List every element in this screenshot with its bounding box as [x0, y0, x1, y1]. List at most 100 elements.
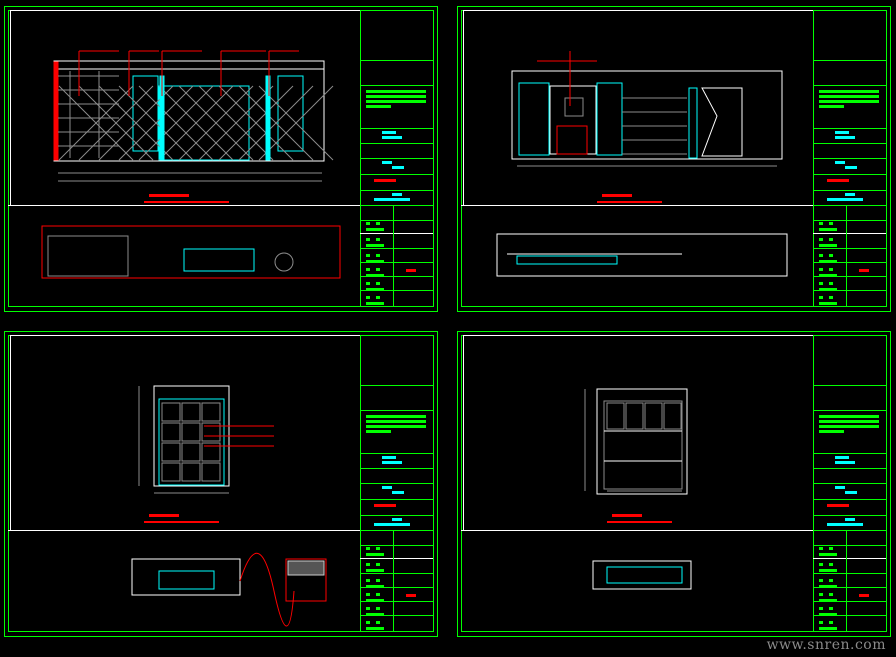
label-text: [819, 238, 823, 241]
diamond-line: [58, 85, 134, 161]
elevation-area-frame: [10, 10, 361, 206]
wall-edge: [53, 61, 59, 161]
glass-door: [663, 402, 682, 430]
drawing-no-text: [392, 491, 404, 494]
carved-panel: [181, 462, 201, 482]
label-text: [366, 296, 370, 299]
designer-text: [835, 131, 849, 134]
diamond-line: [218, 85, 294, 161]
label-text: [819, 282, 823, 285]
label-text: [366, 621, 370, 624]
left-panel: [132, 75, 159, 152]
label-text: [819, 547, 823, 550]
label-text: [376, 254, 380, 257]
carved-panel: [161, 462, 181, 482]
drawing-no-text: [392, 166, 404, 169]
elevation-area-frame: [463, 10, 814, 206]
drawing-sheet-shelf-cabinet: [457, 331, 891, 637]
sheet-outer-frame: [457, 6, 891, 312]
label-text: [819, 593, 823, 596]
watermark: www.snren.com: [766, 637, 886, 653]
drawing-title-text: [149, 514, 179, 517]
notes-text: [819, 415, 879, 418]
sheet-outer-frame: [4, 6, 438, 312]
label-text: [366, 547, 370, 550]
label-text: [366, 563, 370, 566]
label-text: [829, 254, 833, 257]
label-text: [829, 621, 833, 624]
label-text: [366, 288, 384, 291]
label-text: [819, 260, 837, 263]
label-text: [376, 621, 380, 624]
label-text: [819, 563, 823, 566]
label-text: [366, 302, 384, 305]
plan-plant: [274, 252, 294, 272]
notes-text: [819, 420, 879, 423]
label-text: [829, 563, 833, 566]
project-text: [827, 523, 863, 526]
label-text: [819, 244, 837, 247]
notes-text: [366, 90, 426, 93]
label-text: [819, 288, 837, 291]
label-text: [366, 254, 370, 257]
plan-cabinet: [516, 255, 618, 265]
plan-outline: [41, 225, 341, 279]
plan-cabinet: [606, 566, 683, 584]
label-text: [819, 569, 837, 572]
drawing-title-text: [374, 179, 396, 182]
diamond-line: [138, 85, 214, 161]
drawing-sheet-cabinet-wall: [457, 6, 891, 312]
notes-text: [819, 90, 879, 93]
notes-text: [366, 420, 426, 423]
scale-text: [392, 518, 402, 521]
label-text: [366, 238, 370, 241]
sheet-number-text: [406, 594, 416, 597]
plan-tv-cabinet: [183, 248, 255, 272]
drawing-title-text: [374, 504, 396, 507]
drawing-no-text: [845, 491, 857, 494]
project-text: [827, 198, 863, 201]
label-text: [819, 296, 823, 299]
plan-outline: [496, 233, 788, 277]
angled-partition: [701, 87, 743, 157]
label-text: [829, 222, 833, 225]
notes-text: [366, 100, 426, 103]
notes-text: [366, 415, 426, 418]
cabinet-body: [603, 400, 683, 490]
label-text: [366, 260, 384, 263]
drawing-no-text: [845, 166, 857, 169]
diamond-line: [238, 85, 314, 161]
diamond-line: [78, 85, 154, 161]
diamond-line: [258, 85, 334, 161]
glass-door: [625, 402, 644, 430]
label-text: [829, 607, 833, 610]
sheet-outer-frame: [457, 331, 891, 637]
drawing-no-text: [382, 161, 392, 164]
label-text: [829, 282, 833, 285]
label-text: [819, 599, 837, 602]
label-text: [376, 579, 380, 582]
plan-furniture: [47, 235, 129, 277]
drawing-title-text: [827, 504, 849, 507]
plan-outline: [592, 560, 692, 590]
decor-medallion: [564, 97, 584, 117]
label-text: [366, 613, 384, 616]
red-detail: [556, 125, 588, 155]
label-text: [819, 579, 823, 582]
elevation-area-frame: [10, 335, 361, 531]
label-text: [819, 553, 837, 556]
designer-text: [835, 136, 855, 139]
diamond-line: [118, 85, 194, 161]
drawing-title-text: [149, 194, 189, 197]
carved-panel: [161, 402, 181, 422]
sheet-number-text: [406, 269, 416, 272]
label-text: [819, 621, 823, 624]
label-text: [366, 282, 370, 285]
designer-text: [382, 456, 396, 459]
label-text: [819, 254, 823, 257]
pilaster: [265, 75, 271, 161]
designer-text: [382, 131, 396, 134]
label-text: [376, 593, 380, 596]
label-text: [819, 585, 837, 588]
